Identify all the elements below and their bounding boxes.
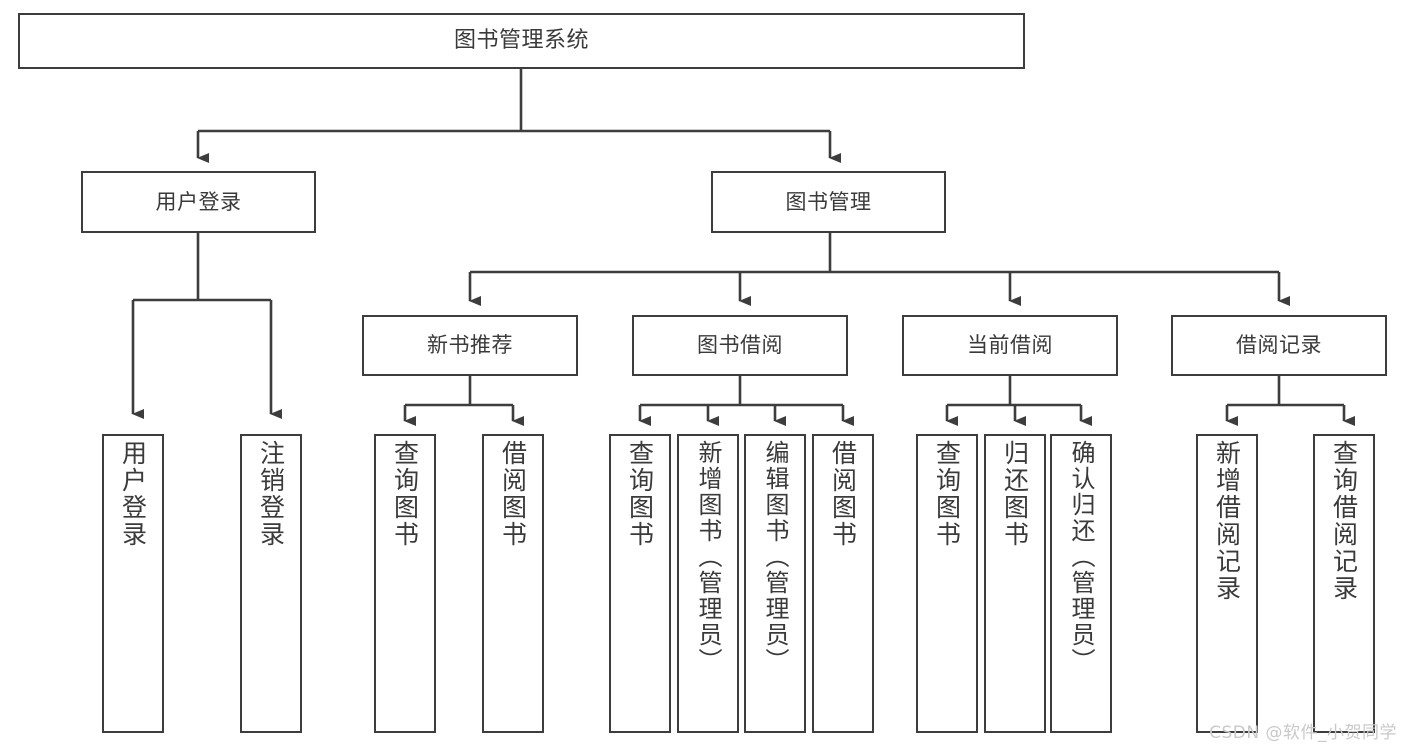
node-label: 借阅图书 — [828, 440, 858, 548]
leaf-borrow-borrow-book[interactable]: 借阅图书 — [812, 434, 874, 733]
node-label: 新书推荐 — [427, 333, 513, 358]
node-label: 查询图书 — [625, 440, 655, 548]
node-book-borrow[interactable]: 图书借阅 — [632, 315, 848, 376]
csdn-watermark: CSDN @软件_小贺同学 — [1209, 723, 1397, 743]
node-label: 用户登录 — [155, 189, 242, 214]
node-borrow-record[interactable]: 借阅记录 — [1171, 315, 1387, 376]
leaf-newbook-borrow-book[interactable]: 借阅图书 — [482, 434, 544, 733]
node-current-borrow[interactable]: 当前借阅 — [902, 315, 1118, 376]
node-label: 图书管理系统 — [453, 28, 589, 54]
leaf-borrow-edit-book-admin[interactable]: 编辑图书（管理员） — [744, 434, 806, 733]
node-label: 查询借阅记录 — [1329, 440, 1359, 602]
node-book-management[interactable]: 图书管理 — [711, 171, 946, 233]
leaf-user-logout[interactable]: 注销登录 — [240, 434, 302, 733]
leaf-borrow-query-book[interactable]: 查询图书 — [609, 434, 671, 733]
node-label: 借阅记录 — [1236, 333, 1322, 358]
leaf-borrow-add-book-admin[interactable]: 新增图书（管理员） — [677, 434, 739, 733]
node-label: 当前借阅 — [967, 333, 1053, 358]
node-label: 新增借阅记录 — [1212, 440, 1242, 602]
leaf-record-add-borrow-record[interactable]: 新增借阅记录 — [1196, 434, 1258, 733]
node-label: 图书借阅 — [697, 333, 783, 358]
leaf-newbook-query-book[interactable]: 查询图书 — [374, 434, 436, 733]
node-root-system[interactable]: 图书管理系统 — [18, 13, 1025, 69]
node-label: 用户登录 — [118, 440, 148, 548]
leaf-current-query-book[interactable]: 查询图书 — [916, 434, 978, 733]
node-label: 查询图书 — [390, 440, 420, 548]
node-label: 编辑图书（管理员） — [761, 440, 789, 674]
leaf-current-return-book[interactable]: 归还图书 — [984, 434, 1046, 733]
node-new-book-recommend[interactable]: 新书推荐 — [362, 315, 578, 376]
node-label: 查询图书 — [932, 440, 962, 548]
node-label: 图书管理 — [785, 189, 872, 214]
leaf-user-login[interactable]: 用户登录 — [102, 434, 164, 733]
node-label: 借阅图书 — [498, 440, 528, 548]
node-label: 注销登录 — [256, 440, 286, 548]
node-label: 新增图书（管理员） — [694, 440, 722, 674]
node-user-login[interactable]: 用户登录 — [81, 171, 316, 233]
leaf-record-query-borrow-record[interactable]: 查询借阅记录 — [1313, 434, 1375, 733]
node-label: 归还图书 — [1000, 440, 1030, 548]
node-label: 确认归还（管理员） — [1067, 440, 1095, 674]
leaf-current-confirm-return-admin[interactable]: 确认归还（管理员） — [1050, 434, 1112, 733]
